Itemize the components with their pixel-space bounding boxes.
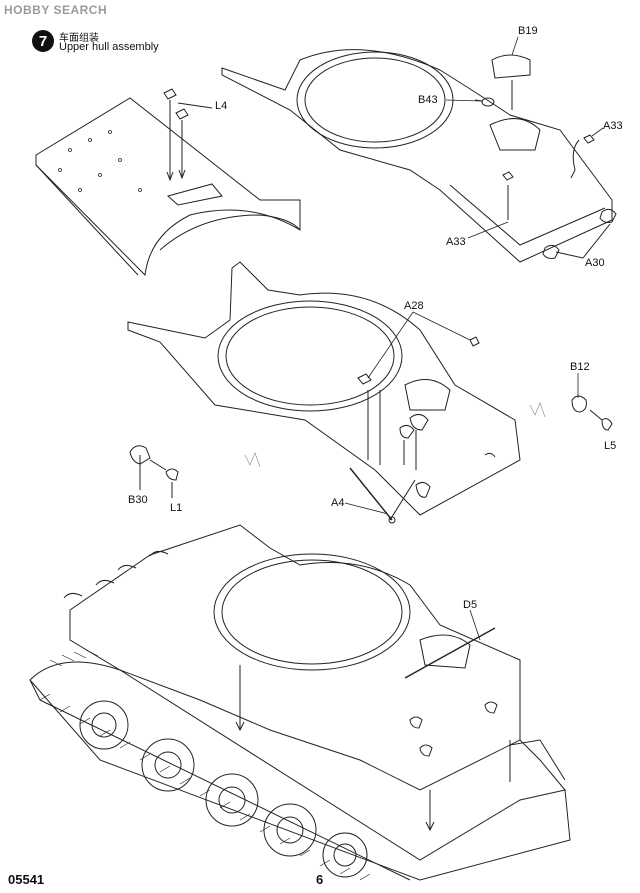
part-a4-rod	[350, 468, 392, 520]
step-title-chinese: 车面组装	[59, 33, 99, 44]
part-a30-right	[600, 209, 616, 222]
part-a28-left	[358, 374, 371, 384]
part-b19	[492, 55, 530, 78]
part-l4-a	[164, 89, 176, 99]
callout-leaders	[345, 37, 603, 640]
part-a33-right	[584, 135, 594, 143]
part-a33-left	[503, 172, 513, 180]
callout-b43: B43	[418, 94, 438, 106]
watermark: HOBBY SEARCH	[4, 3, 108, 17]
callout-a4: A4	[331, 497, 345, 509]
part-l1	[166, 469, 178, 480]
callout-l5: L5	[604, 440, 617, 452]
upper-hull-top-view	[222, 50, 616, 262]
callout-d5: D5	[463, 599, 478, 611]
step-title-english: Upper hull assembly	[59, 41, 159, 53]
step-number-badge: 7	[32, 30, 54, 52]
hull-underside-view	[36, 89, 300, 275]
callout-b12: B12	[570, 361, 590, 373]
part-a30-left	[543, 245, 559, 258]
upper-hull-middle-view	[128, 262, 612, 523]
part-b30	[130, 446, 150, 464]
part-a28-right	[470, 337, 479, 346]
hull-with-tracks-view	[30, 525, 570, 880]
callout-l4: L4	[215, 100, 228, 112]
callout-a33-bottom: A33	[446, 236, 466, 248]
part-b12	[572, 396, 586, 412]
part-l5	[602, 419, 612, 430]
callout-a30: A30	[585, 257, 605, 269]
kit-number: 05541	[8, 872, 45, 887]
callout-b30: B30	[128, 494, 148, 506]
callout-a33-top: A33	[603, 120, 623, 132]
callout-b19: B19	[518, 25, 538, 37]
page-number: 6	[316, 872, 324, 887]
part-b43	[482, 98, 494, 106]
callout-a28: A28	[404, 300, 424, 312]
callout-l1: L1	[170, 502, 183, 514]
part-d5	[405, 628, 495, 678]
part-l4-b	[176, 109, 188, 119]
